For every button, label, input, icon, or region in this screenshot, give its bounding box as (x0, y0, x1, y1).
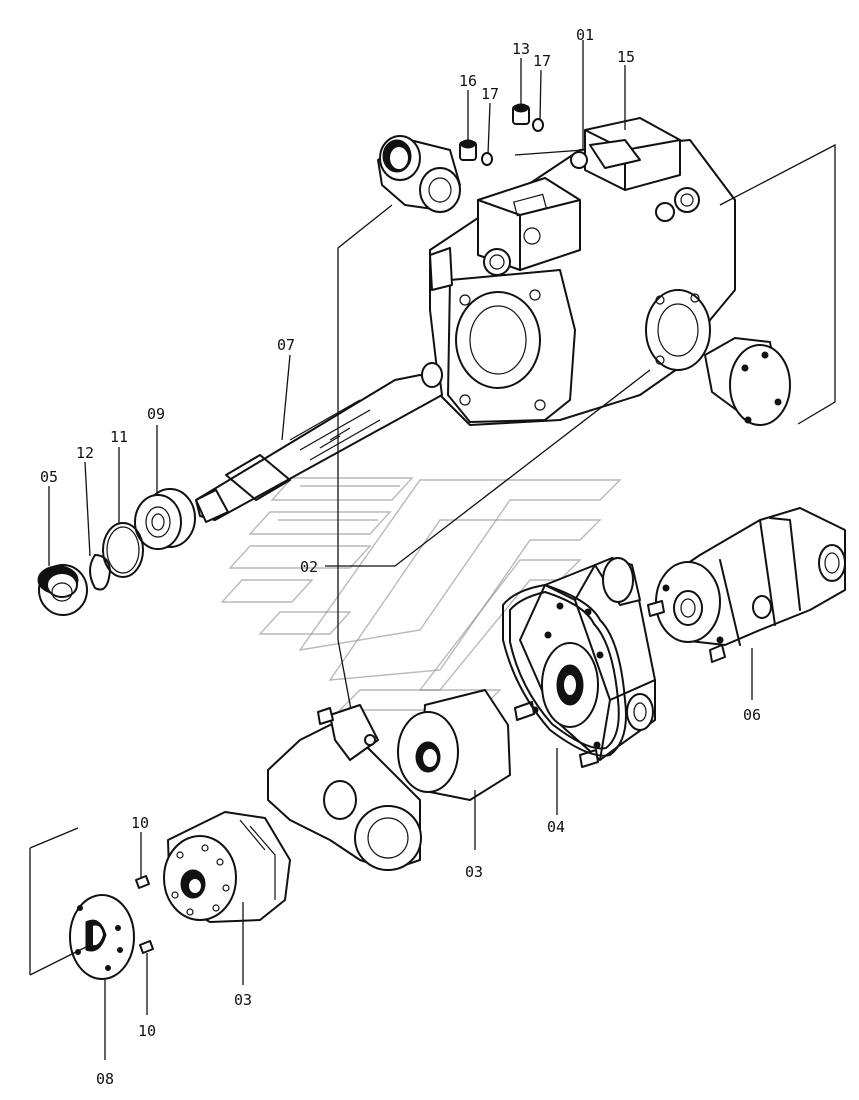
cylinder-block-upper (397, 689, 511, 801)
pump-housing (429, 117, 736, 426)
leader-12 (84, 461, 91, 557)
oring-17-left (481, 152, 493, 166)
plug-assembly (377, 135, 461, 213)
valve-plate (69, 894, 135, 980)
gasket-inner (509, 591, 620, 750)
bearing (134, 488, 196, 550)
valve-block (514, 557, 656, 768)
pin-10-lower (139, 940, 154, 954)
snap-ring-11 (102, 522, 144, 578)
callout-16: 16 (459, 72, 477, 90)
callout-01: 01 (576, 26, 594, 44)
leader-03b-long (337, 204, 393, 716)
watermark-logo (220, 477, 622, 711)
callout-15: 15 (617, 48, 635, 66)
oil-seal (37, 564, 88, 616)
cylinder-block-lower (163, 811, 291, 923)
drive-shaft (195, 362, 443, 523)
callout-07: 07 (277, 336, 295, 354)
callout-05: 05 (40, 468, 58, 486)
leader-07 (281, 354, 291, 441)
leader-02 (325, 369, 651, 567)
callout-11: 11 (110, 428, 128, 446)
swash-plate (267, 704, 422, 871)
callout-10-upper: 10 (131, 814, 149, 832)
callout-08: 08 (96, 1070, 114, 1088)
rear-cover-boss (704, 337, 791, 426)
leader-17b (539, 69, 542, 121)
callout-03-upper: 03 (465, 863, 483, 881)
callout-bracket-01 (719, 143, 836, 425)
callout-10-lower: 10 (138, 1022, 156, 1040)
leader-17a (487, 102, 491, 155)
callout-12: 12 (76, 444, 94, 462)
callout-09: 09 (147, 405, 165, 423)
callout-06: 06 (743, 706, 761, 724)
oring-17-right (532, 118, 544, 132)
leader-01 (514, 40, 584, 156)
callout-17-left: 17 (481, 85, 499, 103)
bracket-08-bottom (29, 944, 91, 976)
gasket (502, 584, 627, 757)
gear-pump (647, 507, 846, 663)
callout-13: 13 (512, 40, 530, 58)
snap-ring-11-inner (106, 526, 140, 574)
callout-03-lower: 03 (234, 991, 252, 1009)
bracket-08-top (29, 827, 79, 849)
retaining-ring-12 (89, 554, 111, 591)
pin-10-upper (135, 875, 150, 889)
callout-17-right: 17 (533, 52, 551, 70)
small-plug-16 (459, 139, 477, 161)
small-plug-13 (512, 103, 530, 125)
callout-02: 02 (300, 558, 318, 576)
callout-04: 04 (547, 818, 565, 836)
